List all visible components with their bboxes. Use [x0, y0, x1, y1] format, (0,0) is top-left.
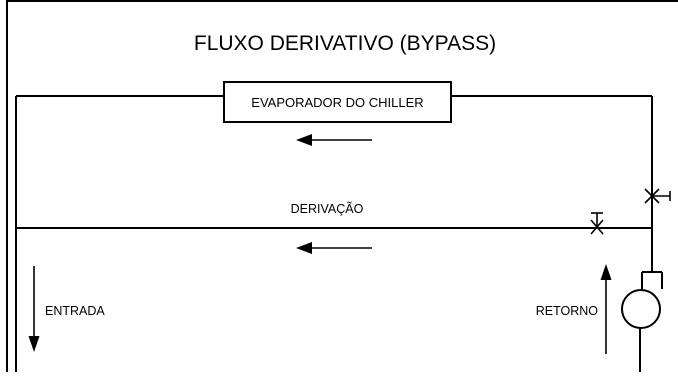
- pump-icon: [621, 271, 663, 372]
- bypass-valve-icon: [590, 212, 604, 235]
- inlet-label: ENTRADA: [45, 304, 105, 318]
- top-valve-icon: [644, 188, 671, 204]
- evaporator-flow-arrow-icon: [296, 134, 372, 146]
- evaporator-box: [223, 81, 452, 123]
- bypass-label: DERIVAÇÃO: [291, 202, 364, 216]
- diagram-title: FLUXO DERIVATIVO (BYPASS): [194, 32, 496, 55]
- inlet-flow-arrow-icon: [28, 266, 40, 352]
- return-label: RETORNO: [536, 304, 599, 318]
- chiller-evaporator: EVAPORADOR DO CHILLER: [223, 81, 452, 123]
- bypass-flow-arrow-icon: [296, 242, 372, 254]
- return-flow-arrow-icon: [600, 264, 612, 354]
- evaporator-label: EVAPORADOR DO CHILLER: [251, 95, 423, 110]
